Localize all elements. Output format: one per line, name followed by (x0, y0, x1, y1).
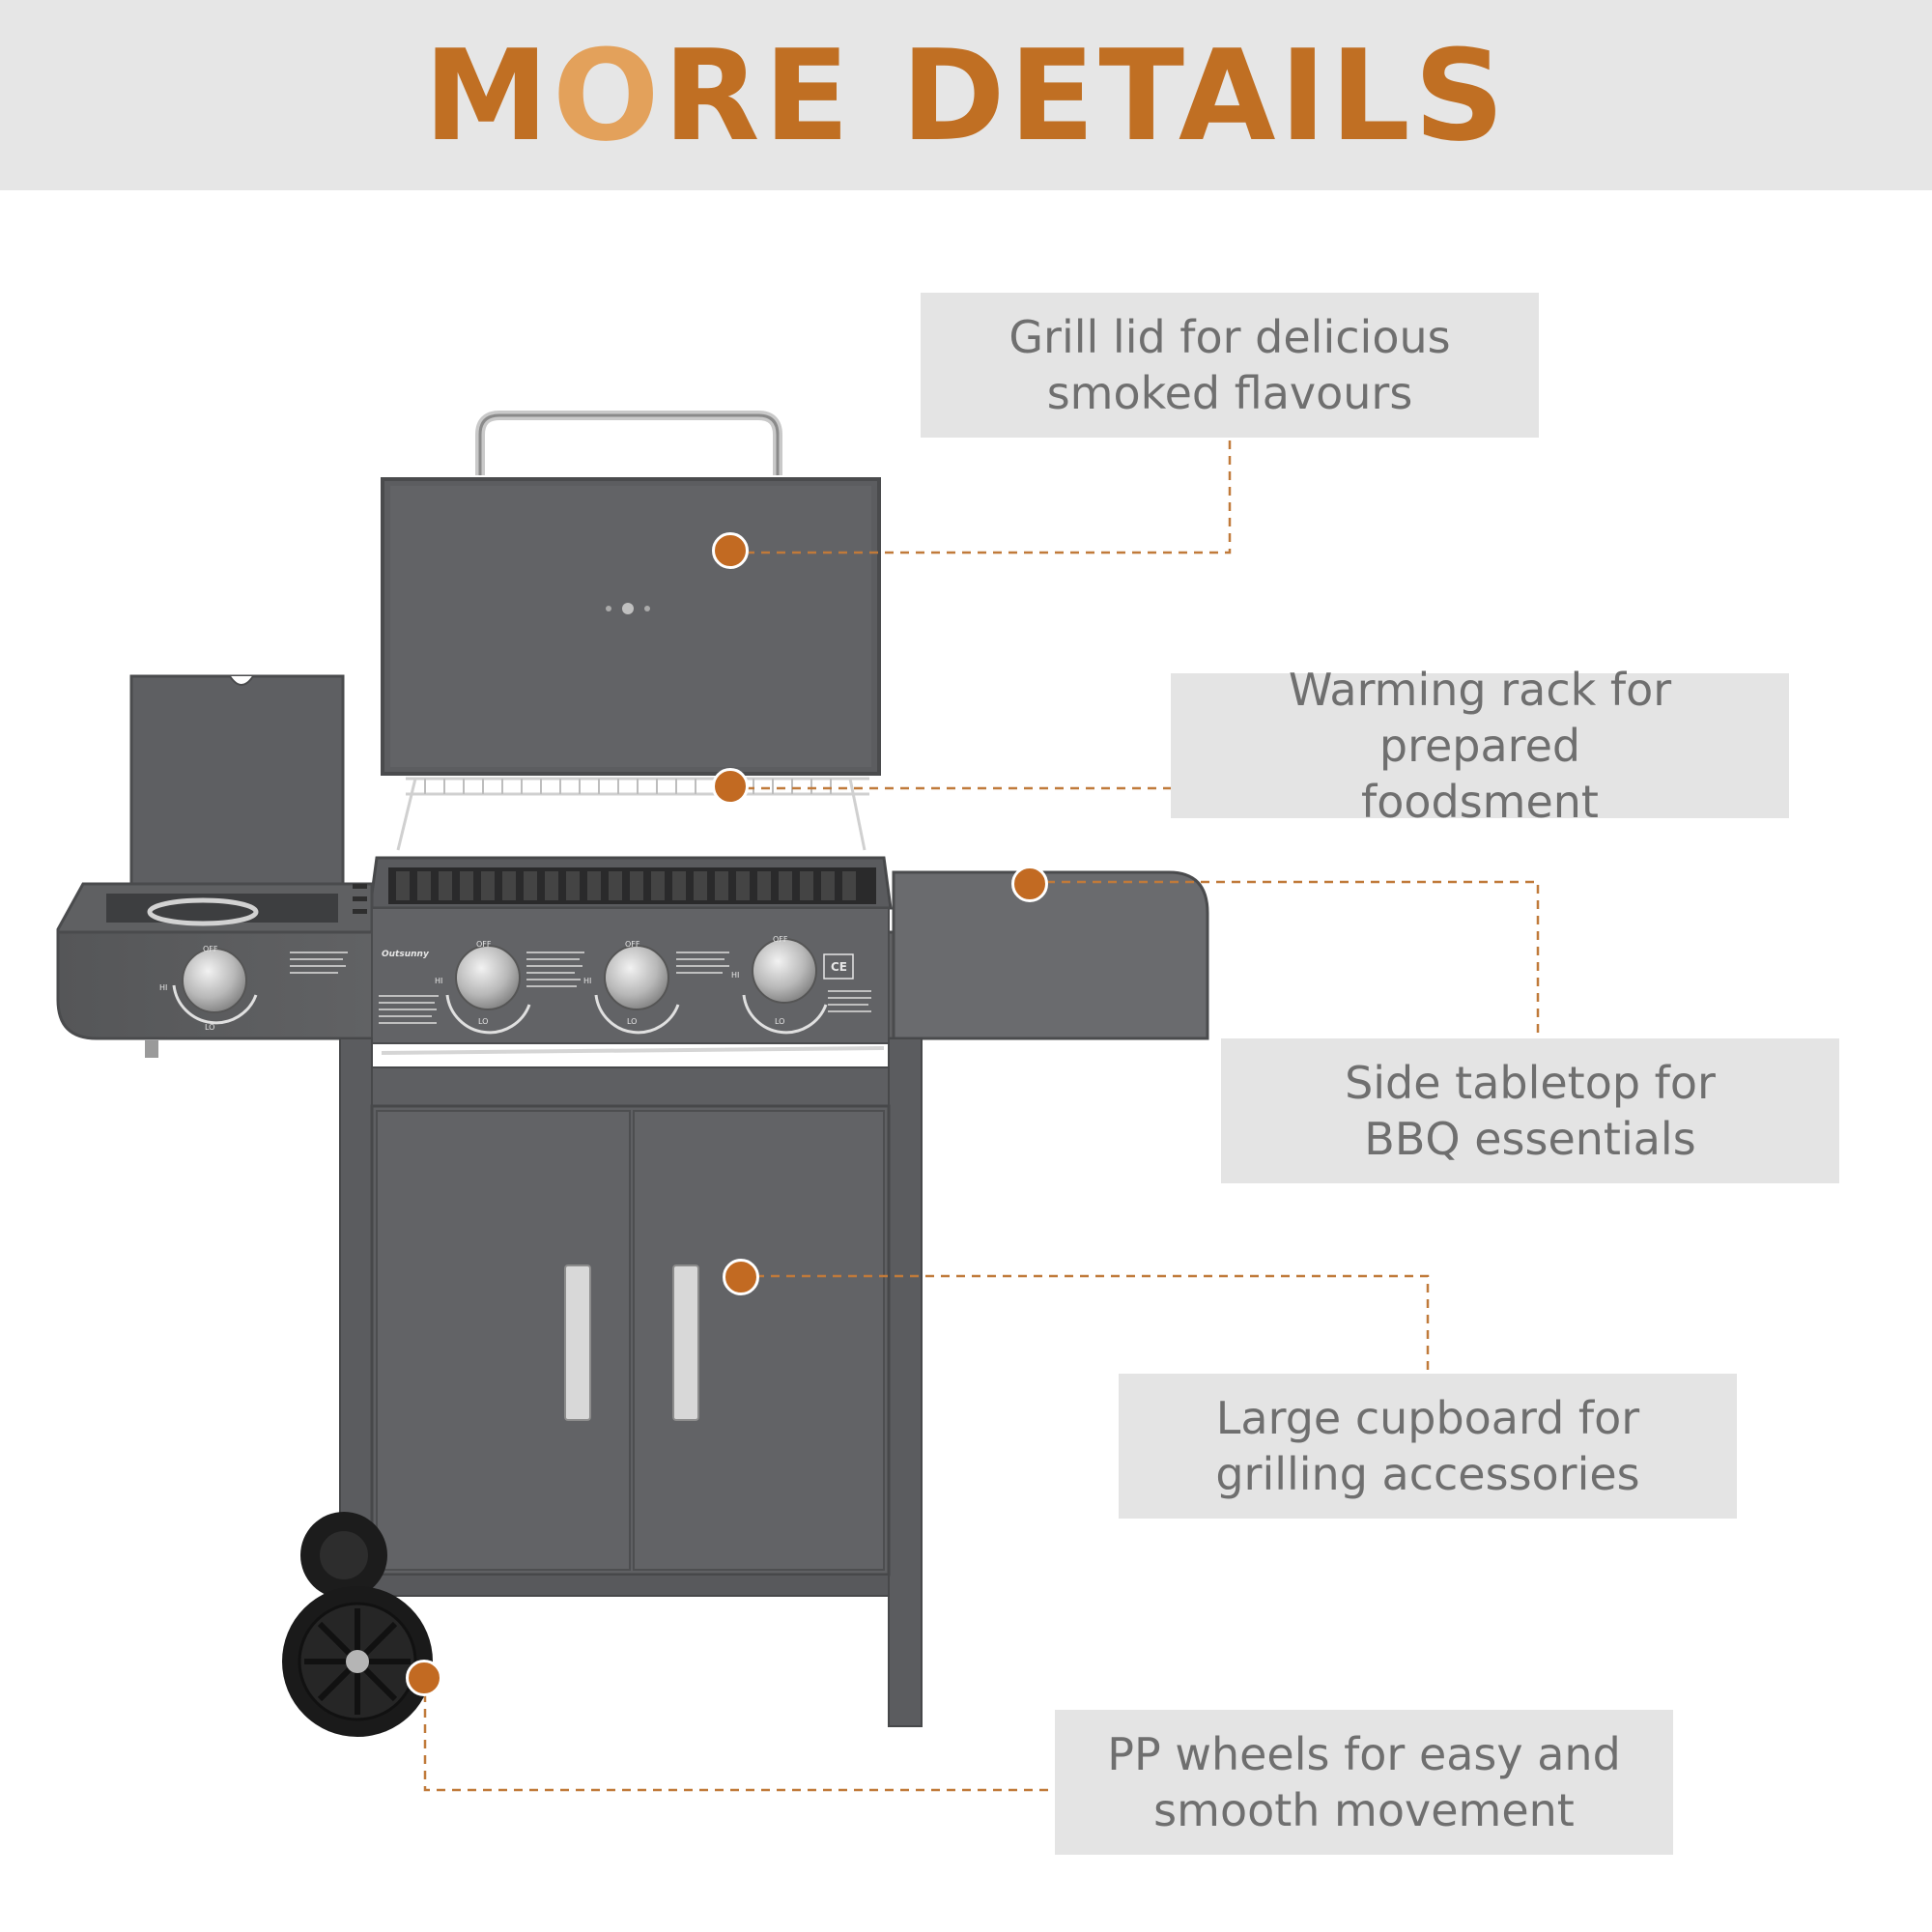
leader-line-lid (730, 438, 1232, 554)
title-part: M (423, 21, 553, 169)
knob-off-label: OFF (476, 940, 492, 949)
marker-dot-lid (712, 532, 749, 569)
right-leg (888, 1037, 923, 1727)
knob-off-label: OFF (625, 940, 640, 949)
wheels (282, 1512, 433, 1737)
knob-lo-label: LO (627, 1017, 637, 1026)
marker-dot-rack (712, 768, 749, 805)
callout-line: PP wheels for easy and (1107, 1728, 1621, 1780)
callout-cupboard: Large cupboard for grilling accessories (1119, 1374, 1737, 1519)
knob-off-label: OFF (203, 945, 218, 953)
leader-line-wheels (423, 1678, 1055, 1792)
side-tabletop (892, 870, 1209, 1040)
ce-mark: CE (831, 960, 847, 974)
knob-hi-label: HI (159, 983, 167, 992)
side-burner-ring (147, 897, 259, 926)
cupboard-door-right (633, 1110, 885, 1571)
page-title: MORE DETAILS (424, 33, 1509, 158)
callout-wheels: PP wheels for easy and smooth movement (1055, 1710, 1673, 1855)
callout-line: Side tabletop for (1345, 1057, 1716, 1109)
brand-logo: Outsunny (382, 950, 430, 959)
knob-lo-label: LO (478, 1017, 488, 1026)
knob-2 (455, 945, 521, 1010)
knob-hi-label: HI (435, 977, 442, 985)
callout-line: foodsment (1361, 776, 1599, 828)
door-handle-right (672, 1264, 699, 1421)
side-gas-inlet (145, 1040, 158, 1058)
knob-4 (752, 938, 817, 1004)
leader-line-cupboard (740, 1274, 1430, 1374)
callout-grill-lid: Grill lid for delicious smoked flavours (921, 293, 1539, 438)
header-banner: MORE DETAILS (0, 0, 1932, 190)
knob-lo-label: LO (205, 1023, 214, 1032)
knob-1 (182, 948, 247, 1013)
callout-line: smoked flavours (1046, 367, 1413, 419)
title-part: RE DETAILS (663, 21, 1509, 169)
instruction-labels (290, 952, 871, 1024)
callout-line: Large cupboard for (1215, 1392, 1640, 1444)
title-part-highlight: O (552, 21, 664, 169)
marker-dot-cupboard (723, 1259, 759, 1295)
knob-3 (604, 945, 669, 1010)
towel-bar (381, 1046, 885, 1055)
control-knobs (172, 938, 828, 1035)
leader-line-table (1031, 880, 1540, 1038)
thermometer-icon (622, 603, 634, 614)
callout-line: smooth movement (1153, 1784, 1575, 1836)
grill-grate (396, 871, 856, 900)
callout-line: Grill lid for delicious (1009, 311, 1451, 363)
knob-hi-label: HI (583, 977, 591, 985)
knob-hi-label: HI (731, 971, 739, 980)
marker-dot-wheels (406, 1660, 442, 1696)
knob-off-label: OFF (773, 935, 788, 944)
callout-line: grilling accessories (1215, 1448, 1640, 1500)
callout-side-tabletop: Side tabletop for BBQ essentials (1221, 1038, 1839, 1183)
callout-line: BBQ essentials (1364, 1113, 1696, 1165)
callout-warming-rack: Warming rack for prepared foodsment (1171, 664, 1789, 828)
door-handle-left (564, 1264, 591, 1421)
knob-lo-label: LO (775, 1017, 784, 1026)
marker-dot-table (1011, 866, 1048, 902)
callout-line: Warming rack for prepared (1288, 664, 1672, 772)
